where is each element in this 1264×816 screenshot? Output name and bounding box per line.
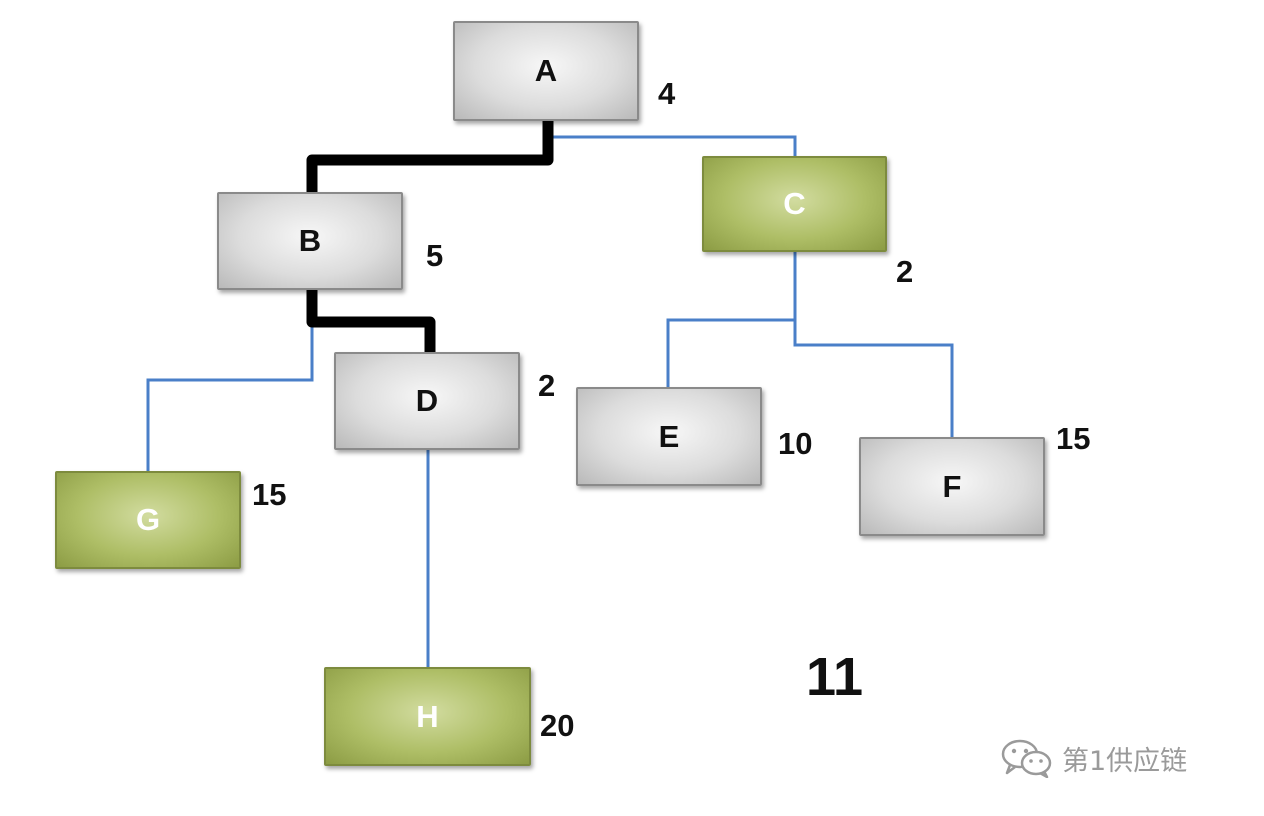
node-h-label: H	[416, 698, 439, 734]
critical-path-total: 11	[806, 647, 864, 707]
node-f-value: 15	[1056, 421, 1091, 456]
wechat-icon	[1001, 739, 1052, 778]
node-a: A	[453, 21, 639, 121]
node-a-value: 4	[658, 76, 676, 111]
node-e: E	[576, 387, 762, 486]
edge-a-c	[548, 135, 797, 158]
node-d-value: 2	[538, 368, 556, 403]
edge-b-g	[146, 325, 314, 472]
node-b-value: 5	[426, 238, 444, 273]
node-g: G	[55, 471, 241, 569]
node-b-label: B	[298, 223, 322, 258]
node-e-label: E	[658, 418, 680, 454]
node-c-label: C	[783, 186, 806, 221]
node-g-value: 15	[252, 477, 287, 512]
edge-c-e	[666, 252, 797, 388]
node-f: F	[859, 437, 1045, 536]
node-f-label: F	[942, 468, 962, 504]
node-b: B	[217, 192, 403, 290]
watermark-text: 第1供应链	[1062, 745, 1188, 777]
node-c-value: 2	[896, 254, 914, 289]
node-e-value: 10	[778, 426, 813, 461]
node-a-label: A	[534, 53, 558, 88]
critical-edge-a-b	[306, 120, 554, 193]
edge-c-f	[793, 320, 954, 438]
node-h: H	[324, 667, 531, 766]
node-c: C	[702, 156, 887, 252]
node-d-label: D	[415, 383, 439, 418]
node-g-label: G	[135, 502, 161, 537]
critical-edge-b-d	[306, 290, 436, 354]
node-d: D	[334, 352, 520, 450]
node-h-value: 20	[540, 708, 575, 743]
watermark: 第1供应链	[1000, 736, 1187, 780]
